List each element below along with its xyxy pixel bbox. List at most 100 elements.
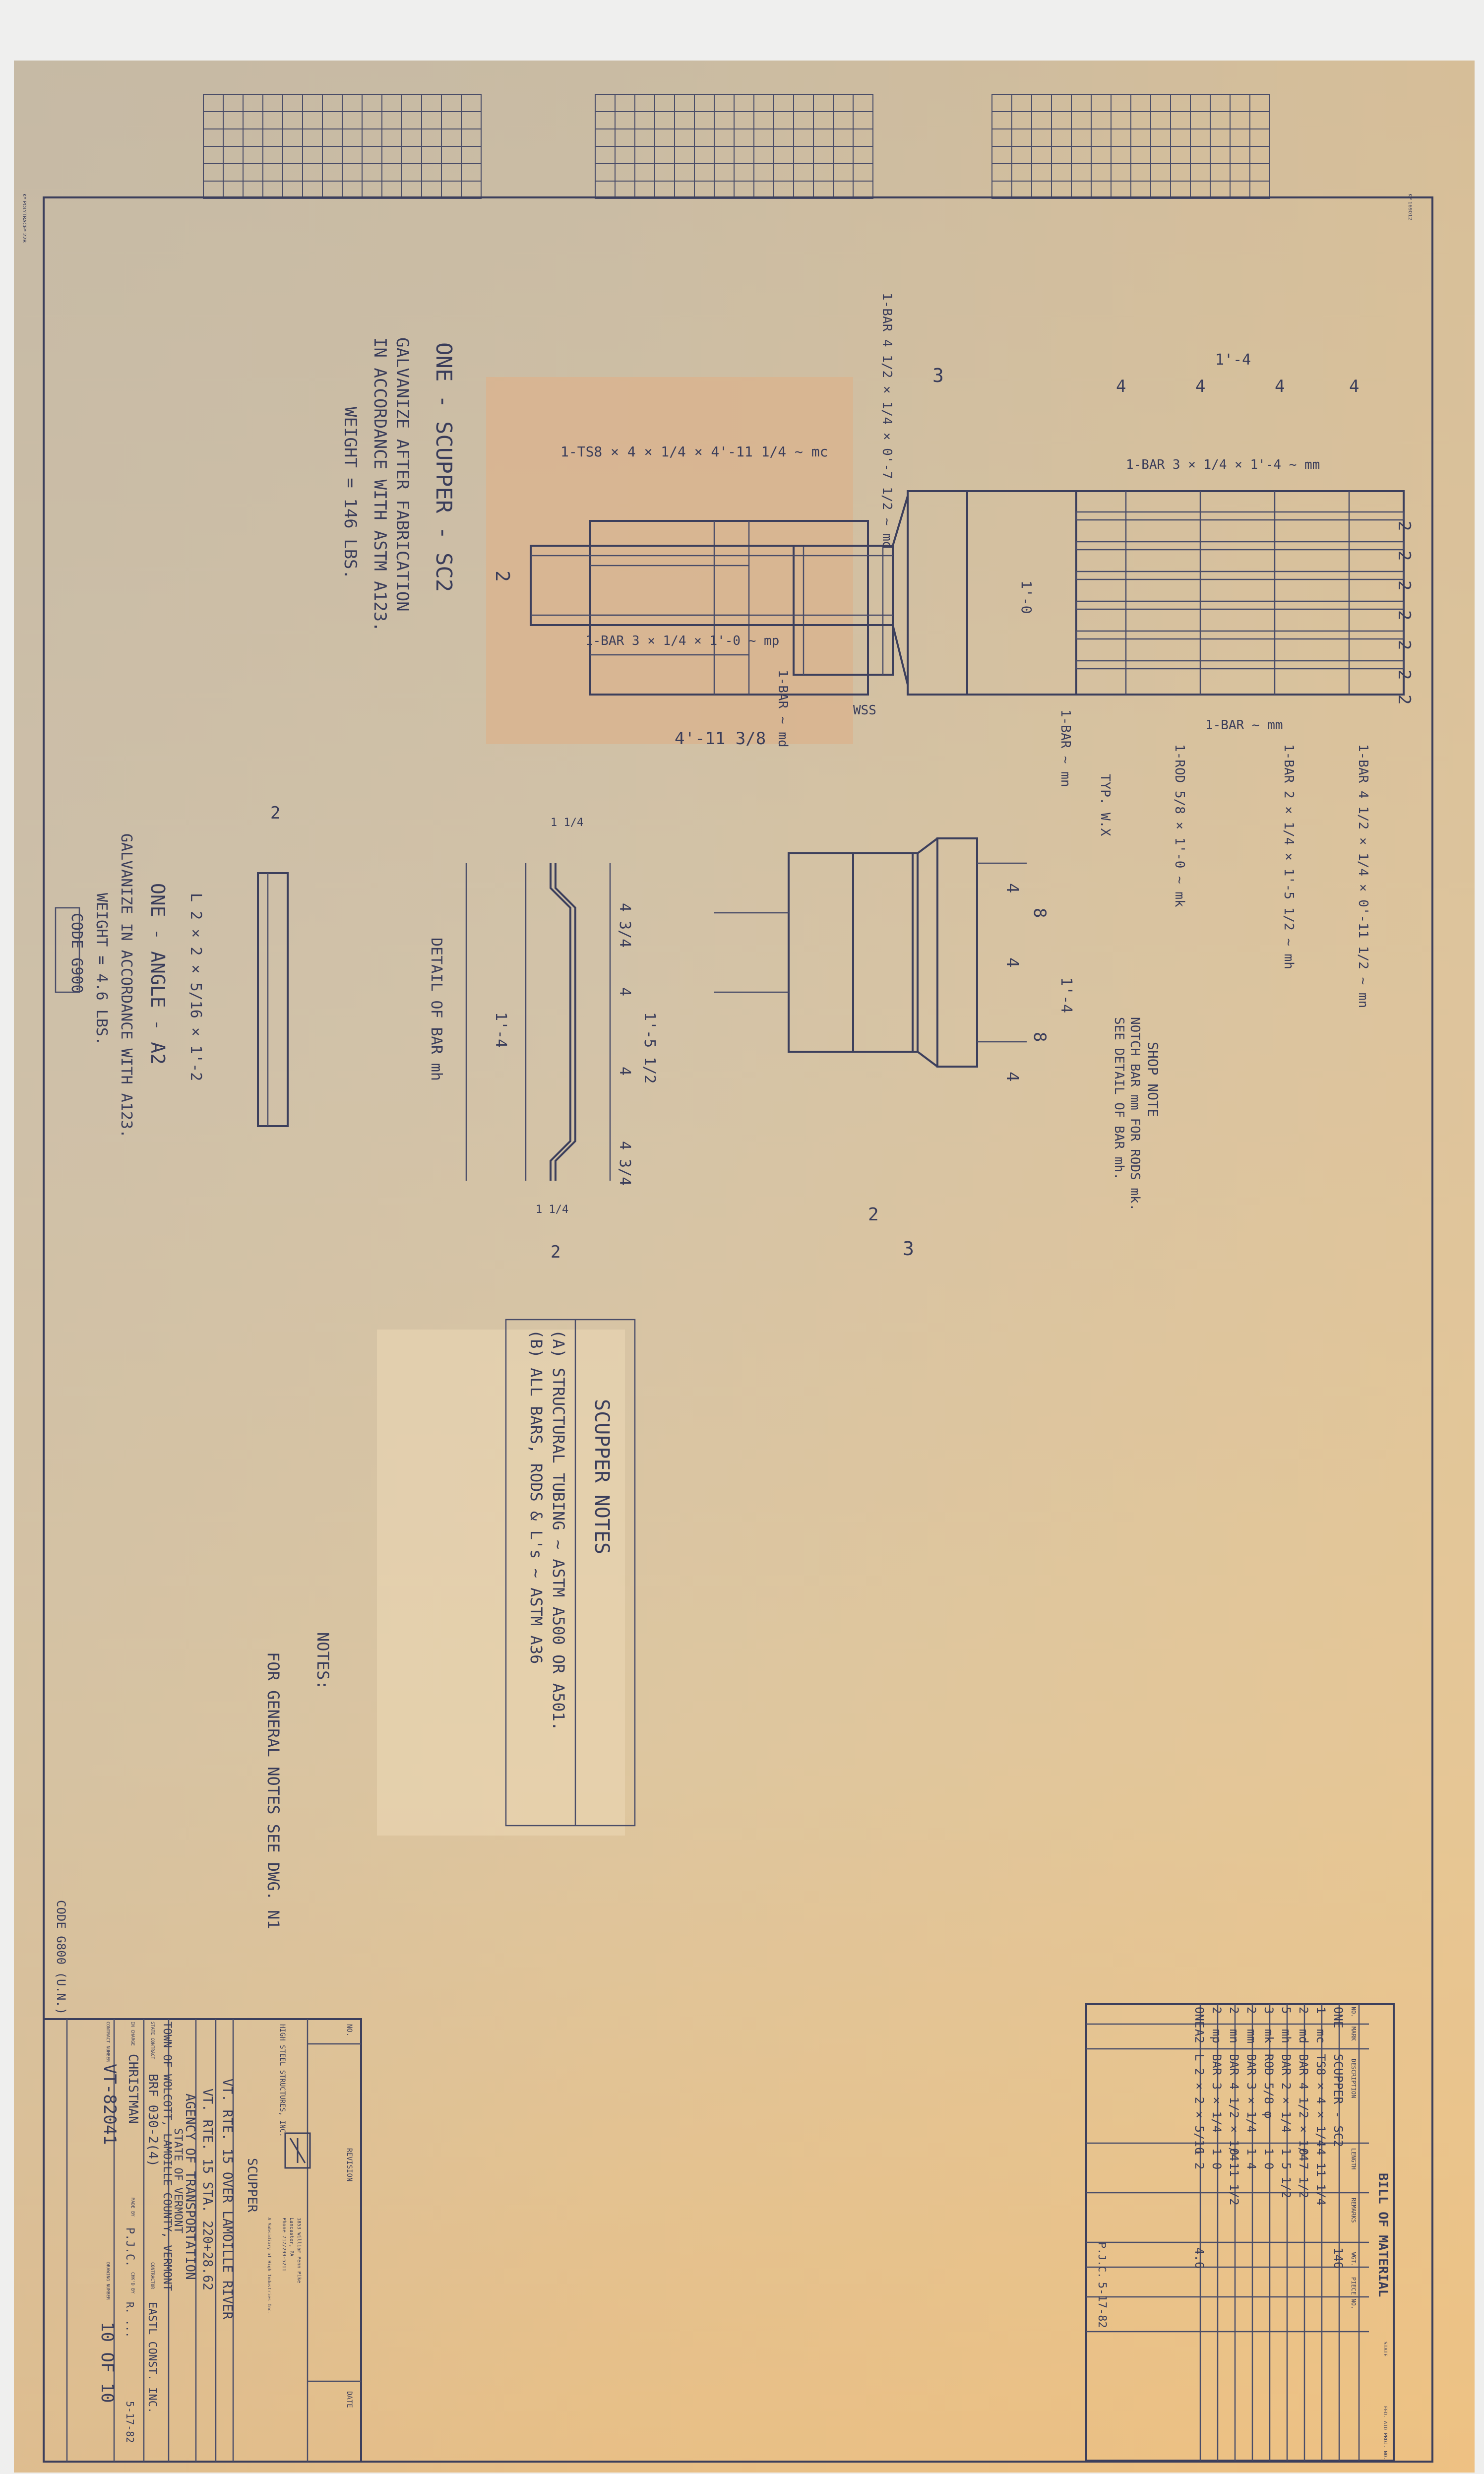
tb-company-addr-1: 1853 William Penn Pike: [296, 2218, 302, 2283]
bom-col-wgt: WGT.: [1350, 2252, 1357, 2267]
shop-note-1: NOTCH BAR mm FOR RODS mk.: [1127, 1017, 1142, 1211]
shop-note-2: SEE DETAIL OF BAR mh.: [1112, 1017, 1126, 1180]
tb-company-addr-3: Phone 717/299-5211: [281, 2218, 287, 2271]
label-rod-mk: 1-ROD 5/8 × 1'-0 ~ mk: [1172, 744, 1187, 907]
tb-no-label: NO.: [345, 2024, 353, 2036]
label-bar-md: 1-BAR ~ md: [775, 670, 790, 748]
general-notes-title: NOTES:: [313, 1632, 332, 1690]
scupper-note-1: GALVANIZE AFTER FABRICATION: [392, 337, 412, 612]
bom-footer-by: P.J.C.: [1096, 2242, 1108, 2278]
tb-state-contract: BRF 030-2(4): [145, 2074, 160, 2167]
angle-title: ONE - ANGLE - A2: [147, 883, 169, 1065]
bom-cell-desc: BAR 4 1/2 × 1/4: [1297, 2054, 1310, 2161]
bar-mh-dim-4: 4 3/4: [616, 1141, 633, 1186]
bom-cell-len: 1 5 1/2: [1279, 2148, 1293, 2198]
bar-mh-dim-3: 4: [616, 1067, 633, 1076]
label-ts8: 1-TS8 × 4 × 1/4 × 4'-11 1/4 ~ mc: [560, 444, 828, 460]
bom-cell-mark: mk: [1262, 2029, 1276, 2043]
tb-drawing-label: DRAWING NUMBER: [105, 2262, 110, 2300]
bom-footer-date: 5-17-82: [1096, 2282, 1108, 2328]
tb-contractor-label: CONTRACTOR: [150, 2262, 155, 2289]
tb-date: 5-17-82: [124, 2401, 136, 2443]
dim-small-2: 2: [492, 571, 513, 582]
bar-mh-title: DETAIL OF BAR mh: [428, 938, 445, 1081]
dim-mid-5: 4: [1002, 1072, 1022, 1081]
ts8-long: [530, 496, 909, 685]
dim-right-5: 2: [1394, 640, 1414, 650]
angle-weight: WEIGHT = 4.6 LBS.: [93, 893, 110, 1045]
bom-cell-desc: BAR 2 × 1/4: [1279, 2054, 1293, 2133]
dim-right-3: 2: [1394, 580, 1414, 590]
bom-cell-desc: SCUPPER - SC2: [1331, 2054, 1345, 2147]
scupper-notes-title: SCUPPER NOTES: [590, 1399, 613, 1554]
bom-col-desc: DESCRIPTION: [1350, 2059, 1357, 2098]
angle-size: L 2 × 2 × 5/16 × 1'-2: [187, 893, 204, 1081]
top-grid-strips: [203, 94, 1270, 199]
dim-small-1: 3: [932, 365, 944, 386]
tb-drawing: 10 OF 10: [97, 2322, 117, 2403]
bar-mh-dim-2: 4: [616, 987, 633, 996]
bar-mh-end-2: 1 1/4: [536, 1204, 568, 1216]
bom-col-mark: MARK: [1350, 2027, 1357, 2041]
tb-company-addr-2: Lancaster, PA: [289, 2218, 294, 2256]
tb-contract-number: VT-82041: [100, 2064, 120, 2145]
tb-date-label: DATE: [345, 2391, 353, 2408]
label-bar-mp: 1-BAR 3 × 1/4 × 1'-0 ~ mp: [585, 634, 779, 648]
bom-cell-mark: mc: [1314, 2029, 1328, 2043]
scupper-notes-texts: SCUPPER NOTES (A) STRUCTURAL TUBING ~ AS…: [527, 1330, 613, 1731]
scupper-drawing: [589, 520, 894, 696]
grating-bar: [1075, 660, 1405, 670]
sheet-mark-left: K* POLYTRACE* 22R: [21, 193, 27, 243]
tb-line3: AGENCY OF TRANSPORTATION: [183, 2093, 197, 2280]
erasure-patch-2: [377, 1330, 625, 1836]
dim-right-4: 2: [1394, 610, 1414, 620]
dim-right-6: 2: [1394, 670, 1414, 680]
label-bar-mh: 1-BAR 2 × 1/4 × 1'-5 1/2 ~ mh: [1281, 744, 1296, 969]
title-block: [43, 2018, 362, 2463]
grating-bar: [1075, 571, 1405, 580]
dimension-values: 4 4 4 4 2 2 2 2 2 2 2 4 8 4 8 4 3 2 3 2: [492, 365, 1414, 1260]
shop-note-title: SHOP NOTE: [1145, 1042, 1161, 1117]
label-bar-md-top: 1-BAR 4 1/2 × 1/4 × 0'-7 1/2 ~ md: [879, 293, 894, 549]
bom-cell-len: 1 2: [1192, 2148, 1206, 2169]
tb-in-charge-label: IN CHARGE: [130, 2022, 135, 2046]
bom-title: BILL OF MATERIAL: [1375, 2173, 1390, 2297]
erasure-patch: [486, 377, 853, 744]
bar-mh-dim-1: 4 3/4: [616, 903, 633, 948]
bill-of-material: [1085, 2003, 1395, 2462]
tb-chkd: R. ...: [124, 2302, 136, 2338]
bom-col-no: NO.: [1350, 2007, 1357, 2018]
bar-mh-end-1: 1 1/4: [551, 817, 583, 829]
bom-cell-mark: A2: [1192, 2029, 1206, 2043]
label-top-len: 1'-4: [1215, 351, 1251, 369]
sheet-mark-right: KP 169012: [1407, 193, 1413, 220]
bom-col-state: STATE: [1382, 2342, 1388, 2356]
bom-col-fed: FED. AID PROJ. NO.: [1382, 2406, 1388, 2460]
scupper-callouts: 1-TS8 × 4 × 1/4 × 4'-11 1/4 ~ mc 1-BAR 3…: [560, 293, 1370, 1211]
label-side-len-2: 1'-4: [1057, 977, 1075, 1013]
bom-cell-desc: BAR 3 × 1/4: [1210, 2054, 1224, 2133]
bom-cell-no: 1: [1314, 2007, 1328, 2014]
scupper-note-b: (B) ALL BARS, RODS & L's ~ ASTM A36: [527, 1330, 546, 1664]
bom-cell-desc: TS8 × 4 × 1/4: [1314, 2054, 1328, 2147]
bom-cell-desc: BAR 4 1/2 × 1/4: [1227, 2054, 1241, 2161]
bar-mh-length: 1'-4: [492, 1012, 509, 1048]
bom-cell-no: ONE: [1192, 2007, 1206, 2028]
tb-line2: VT. RTE. 15 STA. 220+28.62: [200, 2089, 215, 2290]
label-bar-mm-top: 1-BAR 3 × 1/4 × 1'-4 ~ mm: [1126, 457, 1320, 472]
angle-note: GALVANIZE IN ACCORDANCE WITH A123.: [118, 833, 135, 1138]
border-frame: [43, 196, 1433, 2463]
tb-made-by-label: MADE BY: [130, 2198, 135, 2217]
tb-line1: VT. RTE. 15 OVER LAMOILLE RIVER: [220, 2079, 235, 2320]
dim-right-2: 2: [1394, 551, 1414, 561]
label-wss: WSS: [853, 703, 876, 718]
angle-texts: 2 L 2 × 2 × 5/16 × 1'-2 ONE - ANGLE - A2…: [68, 803, 280, 1138]
bom-cell-mark: mm: [1244, 2029, 1258, 2043]
bom-cell-no: 2: [1244, 2007, 1258, 2014]
bom-cell-no: 2: [1210, 2007, 1224, 2014]
dim-mid-1: 4: [1002, 883, 1022, 893]
dim-top-3: 4: [1275, 377, 1285, 396]
angle-code-box: [55, 907, 80, 993]
scupper-notes-box: [505, 1319, 636, 1827]
bom-cell-mark: md: [1297, 2029, 1310, 2043]
